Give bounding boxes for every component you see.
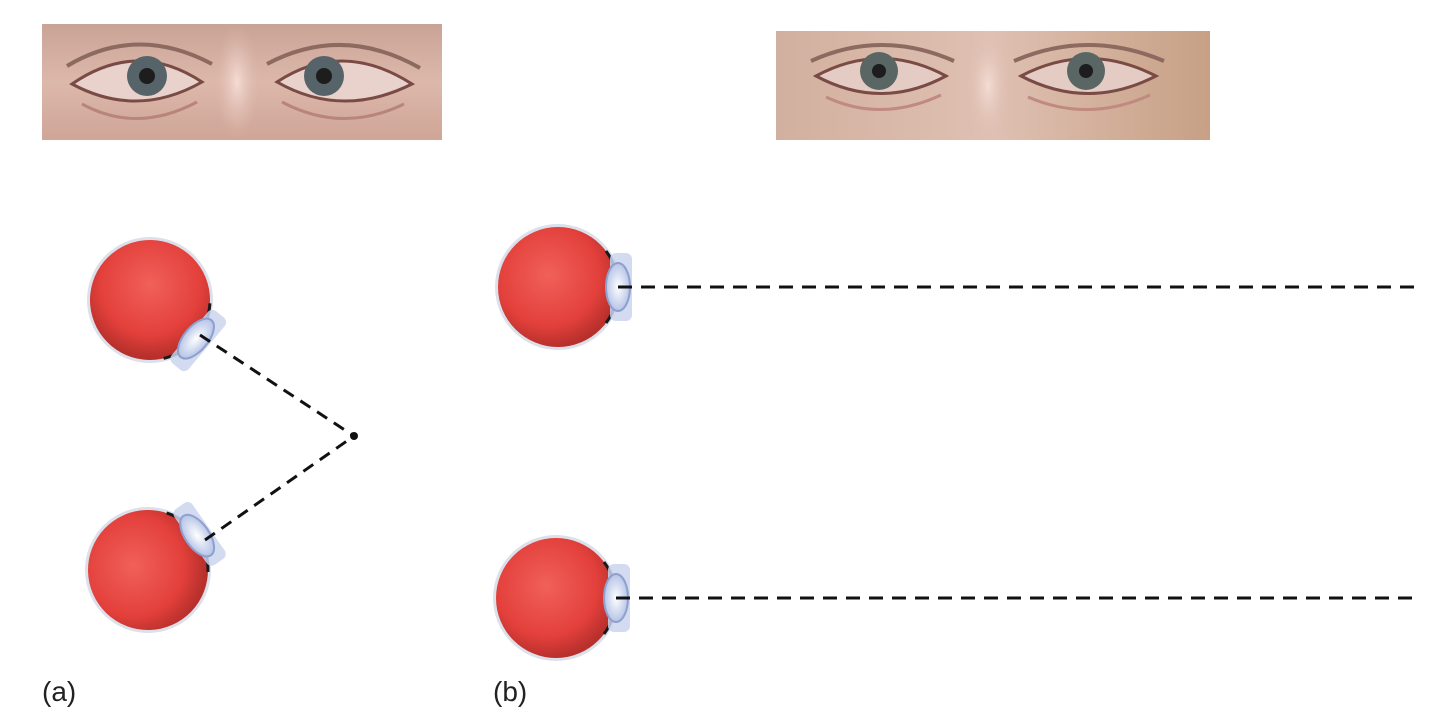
eyeball-b-top xyxy=(493,222,634,352)
gaze-line-a-top xyxy=(199,333,355,438)
eyeball-b-bottom xyxy=(491,533,632,663)
eyes-photo-converged xyxy=(42,24,442,140)
gaze-line-a-bottom xyxy=(204,434,355,542)
eyeball-a-bottom xyxy=(58,474,247,660)
panel-label-b: (b) xyxy=(493,676,528,707)
eyes-photo-parallel xyxy=(776,31,1210,140)
eyeball-a-top xyxy=(59,209,249,398)
panel-label-a: (a) xyxy=(42,676,77,707)
fixation-point xyxy=(350,432,358,440)
